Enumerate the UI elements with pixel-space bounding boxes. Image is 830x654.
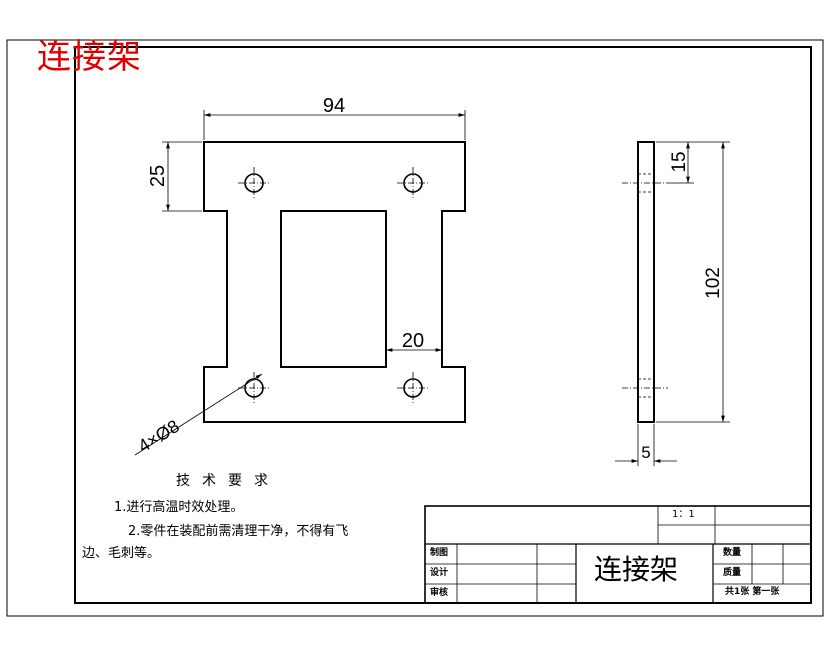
side-view-plate <box>637 141 655 423</box>
dim-thickness <box>615 424 677 466</box>
requirement-line-1: 1.进行高温时效处理。 <box>114 500 244 515</box>
dim-top-offset-label: 25 <box>147 165 169 187</box>
title-block-material-label: 质量 <box>723 568 742 578</box>
title-block <box>424 505 812 604</box>
mounting-holes <box>238 167 429 404</box>
requirements-title: 技术要求 <box>176 473 280 489</box>
dim-side-top <box>656 141 730 184</box>
center-window <box>280 210 387 368</box>
dim-holes-label: 4×Ø8 <box>135 416 183 457</box>
dim-side-top-label: 15 <box>669 151 690 172</box>
dim-side-height <box>656 142 730 423</box>
dim-width-label: 94 <box>323 95 345 117</box>
dim-slot-wall-label: 20 <box>402 330 424 352</box>
dim-width <box>203 110 466 140</box>
dim-top-offset <box>162 141 202 212</box>
dim-thickness-label: 5 <box>641 443 650 462</box>
dim-side-height-label: 102 <box>703 267 724 299</box>
title-block-review-label: 审核 <box>430 588 449 598</box>
requirement-line-2: 2.零件在装配前需清理干净，不得有飞 <box>128 524 349 539</box>
title-block-part-name: 连接架 <box>594 553 679 586</box>
title-block-design-label: 设计 <box>430 568 449 578</box>
dim-holes-leader <box>134 373 263 456</box>
title-block-sheet-info: 共1张 第一张 <box>725 587 780 597</box>
title-block-scale: 1：1 <box>672 509 695 520</box>
plate-outline <box>203 141 466 423</box>
sheet-border <box>6 39 824 617</box>
requirement-line-3: 边、毛刺等。 <box>82 546 161 561</box>
side-view-hole-lines <box>622 173 668 398</box>
title-block-drawn-label: 制图 <box>430 548 449 558</box>
title-block-quantity-label: 数量 <box>723 548 742 558</box>
part-name-red-title: 连接架 <box>37 37 142 77</box>
